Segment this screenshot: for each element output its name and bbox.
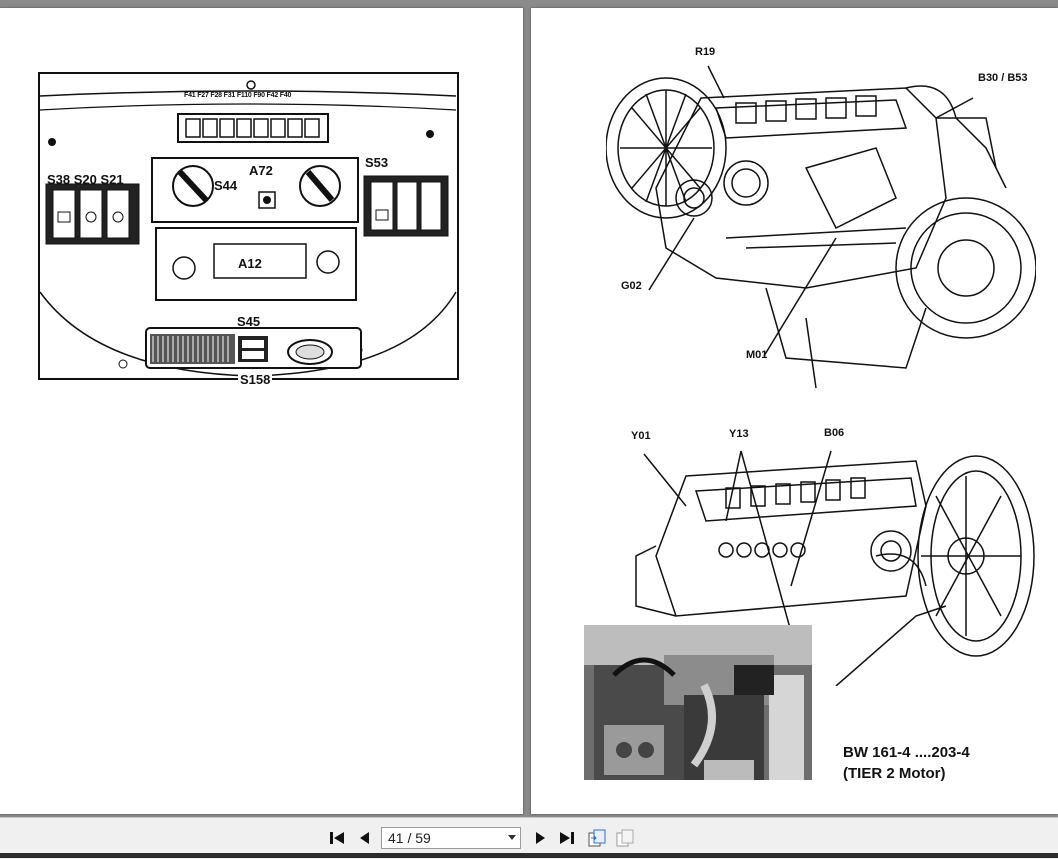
bottom-strip [0,853,1058,858]
navigation-toolbar: 41 / 59 [0,817,1058,859]
fit-page-icon[interactable] [586,827,608,849]
bottom-engine-drawing [635,450,1035,686]
label-b06: B06 [824,427,845,439]
label-b30-b53: B30 / B53 [978,72,1028,84]
page-indicator: 41 / 59 [388,830,431,846]
label-s38-s20-s21: S38 S20 S21 [47,172,124,187]
right-page: R19 B30 / B53 G02 M01 [531,8,1058,814]
last-page-icon[interactable] [556,827,578,849]
label-g02: G02 [621,280,642,292]
engine-photo-inset [584,625,812,780]
dashboard-panel-drawing [38,72,459,380]
top-engine-drawing [606,65,1036,389]
label-m01: M01 [746,349,768,361]
label-r19: R19 [695,46,716,58]
first-page-icon[interactable] [326,827,348,849]
label-y01: Y01 [631,430,651,442]
fit-width-icon[interactable] [614,827,636,849]
label-a72: A72 [249,163,273,178]
label-y13: Y13 [729,428,749,440]
label-s53: S53 [365,155,389,170]
label-s44: S44 [214,178,238,193]
caption-model: BW 161-4 ....203-4 [843,744,970,761]
label-s158: S158 [238,372,273,387]
prev-page-icon[interactable] [353,827,375,849]
caption-motor: (TIER 2 Motor) [843,765,946,782]
page-number-input[interactable]: 41 / 59 [381,827,521,849]
fuse-labels: F41 F27 F28 F31 F110 F90 F42 F40 [184,92,292,99]
next-page-icon[interactable] [530,827,552,849]
chevron-down-icon[interactable] [508,835,516,840]
label-s45: S45 [237,314,261,329]
label-a12: A12 [238,256,262,271]
left-page: F41 F27 F28 F31 F110 F90 F42 F40 S38 S20… [0,8,523,814]
